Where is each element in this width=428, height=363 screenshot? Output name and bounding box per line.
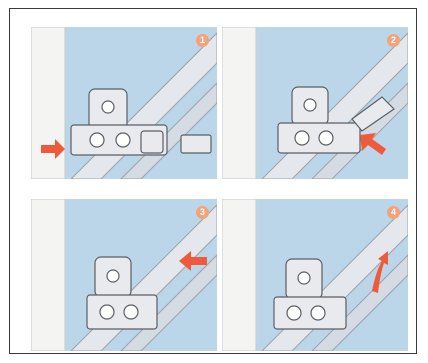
step-number-badge: 1 xyxy=(196,34,209,47)
step-number-badge: 3 xyxy=(196,206,209,219)
step-number-badge: 2 xyxy=(387,34,400,47)
step-2-panel: 2 xyxy=(222,27,408,179)
step-number-badge: 4 xyxy=(387,206,400,219)
step-1-panel: 1 xyxy=(31,27,217,179)
step-4-panel: 4 xyxy=(222,199,408,351)
step-3-panel: 3 xyxy=(31,199,217,351)
